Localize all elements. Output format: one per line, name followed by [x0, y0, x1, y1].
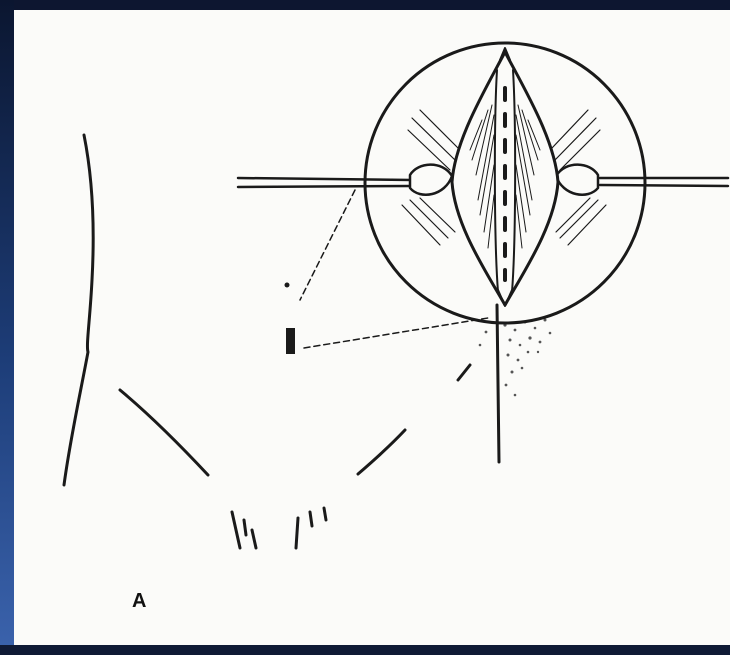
leader-line-upper	[300, 190, 355, 300]
thigh-line-right	[358, 430, 405, 474]
pubic-hair-marks	[232, 508, 326, 548]
body-outline-left	[64, 135, 93, 485]
leader-line-lower	[304, 318, 488, 348]
surgical-illustration	[14, 10, 730, 645]
midline-incision	[497, 305, 499, 462]
groin-line	[120, 390, 208, 475]
retractor-right	[600, 178, 728, 186]
marker-dot	[285, 283, 290, 288]
marker-block	[286, 328, 295, 354]
panel-label: A	[132, 590, 146, 613]
hook-right	[556, 165, 598, 195]
retractor-left	[238, 178, 412, 187]
incision-dash	[458, 365, 470, 380]
frame-left-border	[0, 0, 14, 655]
figure-canvas: A	[14, 10, 730, 645]
stippled-area	[479, 319, 552, 397]
frame-bottom-border	[0, 645, 730, 655]
hook-left	[410, 165, 452, 195]
frame-top-border	[0, 0, 730, 10]
